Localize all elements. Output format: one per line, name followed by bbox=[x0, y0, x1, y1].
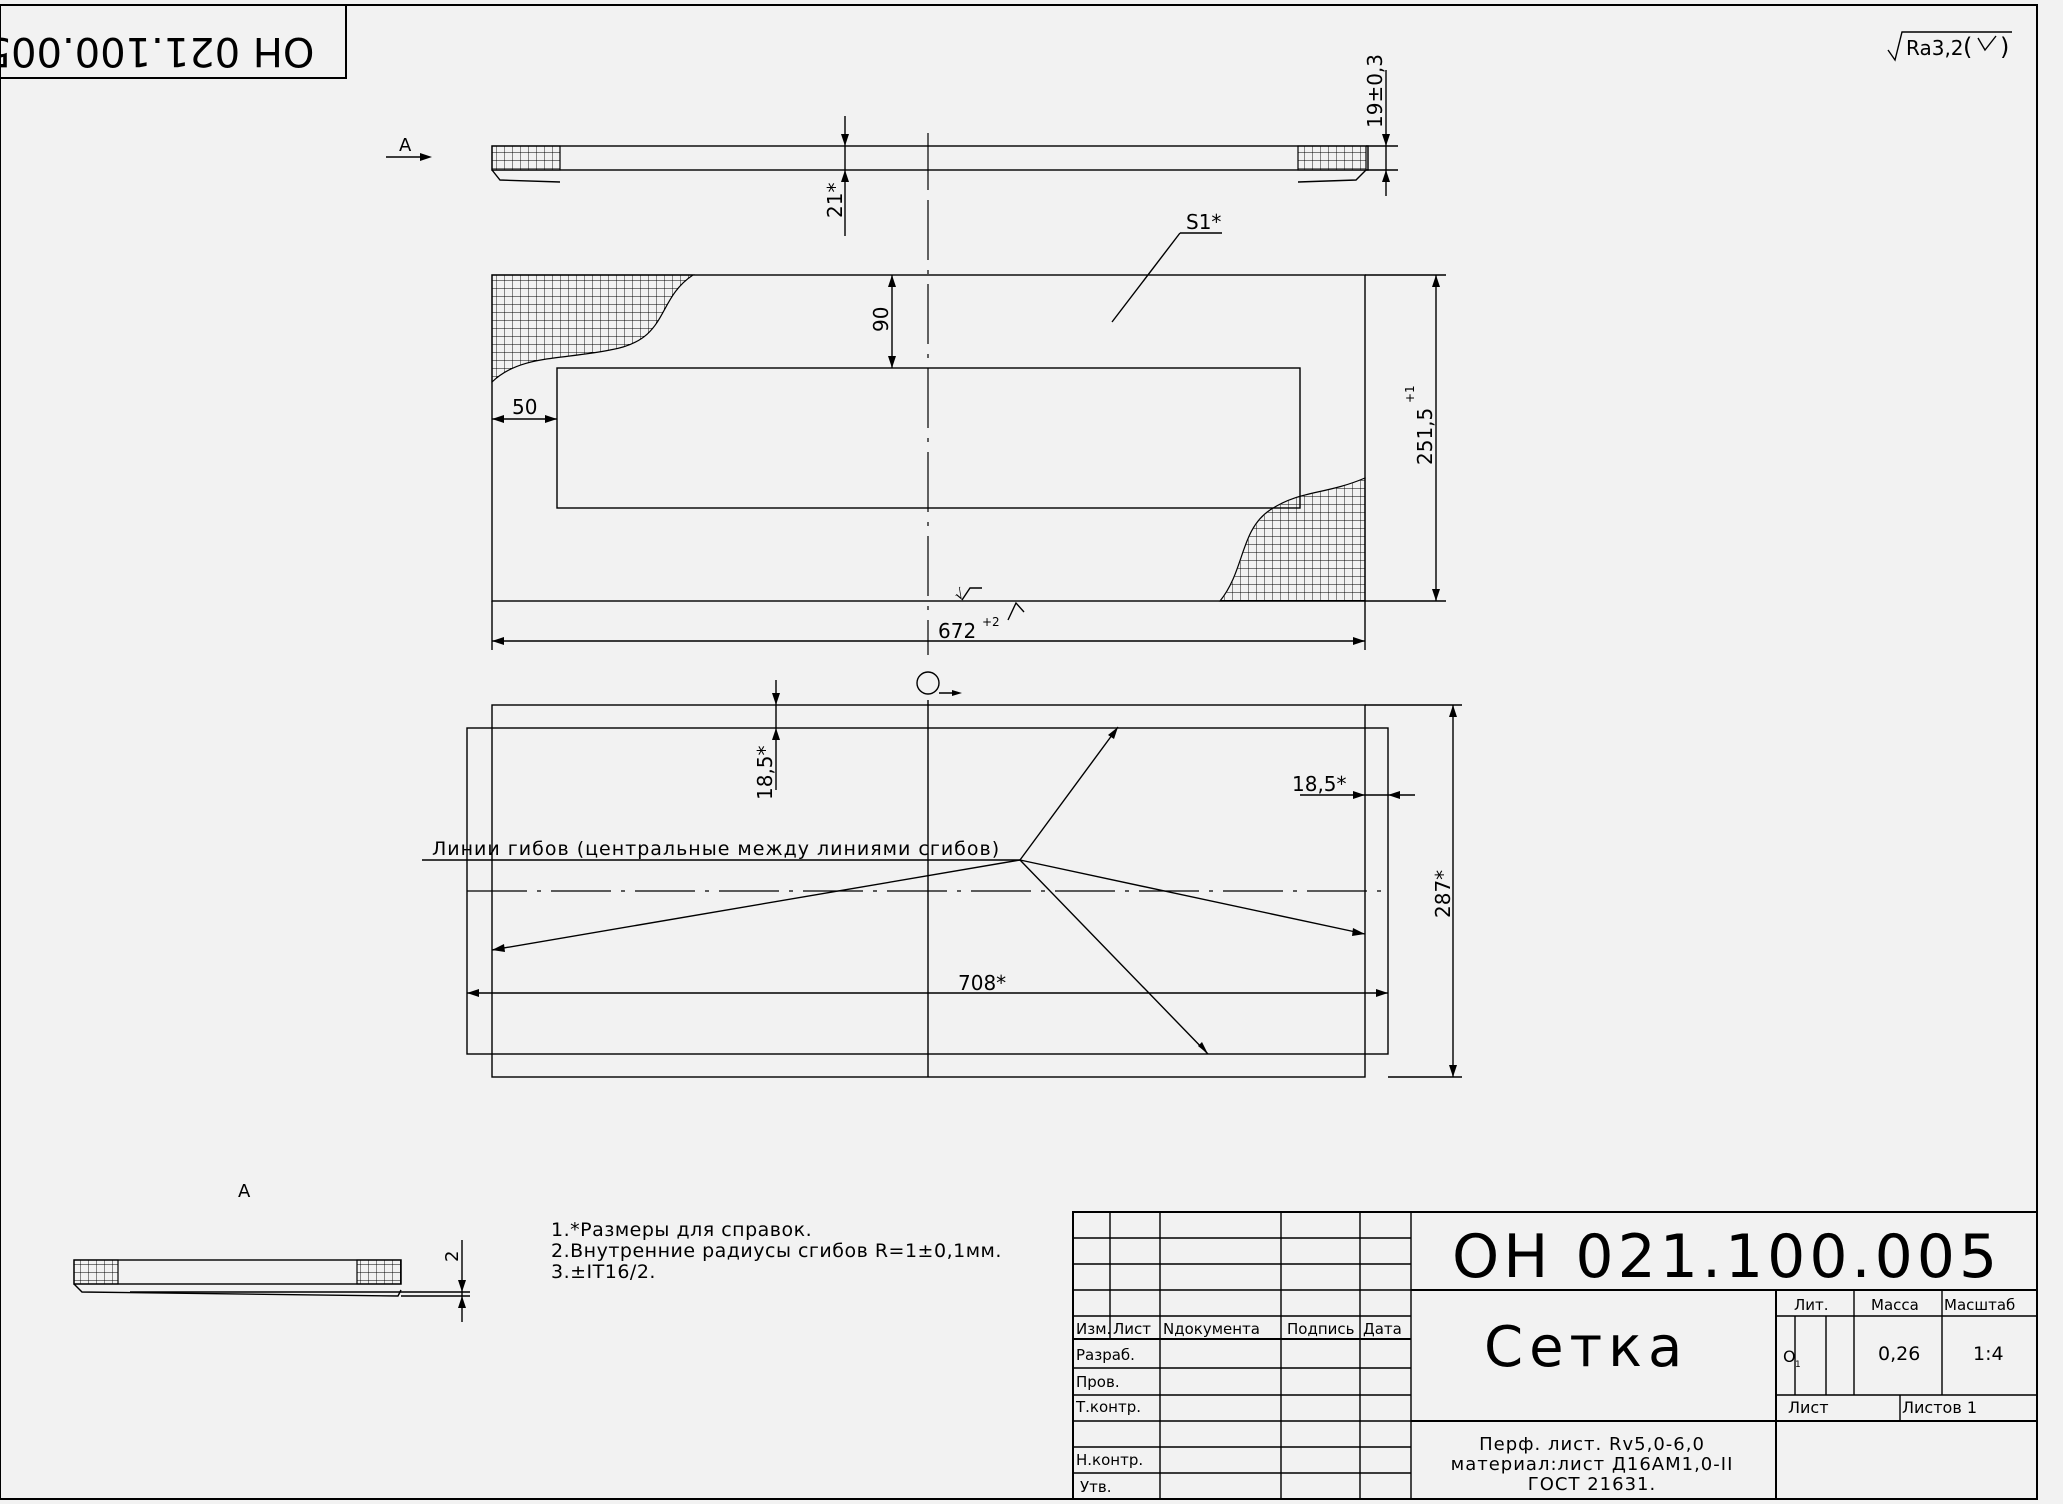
material-line-3: ГОСТ 21631. bbox=[1528, 1474, 1656, 1495]
hdr-izm: Изм. bbox=[1076, 1320, 1111, 1338]
row-razrab: Разраб. bbox=[1076, 1346, 1135, 1364]
sheet-label: Лист bbox=[1788, 1398, 1829, 1417]
lit-value: О bbox=[1783, 1347, 1796, 1366]
hdr-ndoc: Nдокумента bbox=[1163, 1320, 1260, 1338]
technical-notes: 1.*Размеры для справок. 2.Внутренние рад… bbox=[551, 1219, 1002, 1283]
row-utv: Утв. bbox=[1080, 1478, 1112, 1496]
sheet-frame bbox=[0, 4, 2038, 1500]
dim-251: 251,5 bbox=[1413, 408, 1437, 465]
roughness-paren-close: ) bbox=[2000, 33, 2009, 61]
dim-90: 90 bbox=[869, 307, 893, 332]
mass-label: Масса bbox=[1871, 1296, 1919, 1314]
corner-stamp: ОН 021.100.005 bbox=[0, 28, 314, 74]
note-1: 1.*Размеры для справок. bbox=[551, 1219, 812, 1241]
dim-287: 287* bbox=[1431, 870, 1455, 918]
plan-view: S1* 90 50 251,5 +1 √ 672 +2 bbox=[491, 200, 1446, 655]
scale-label: Масштаб bbox=[1944, 1296, 2015, 1314]
row-prov: Пров. bbox=[1076, 1373, 1120, 1391]
dim-s1: S1* bbox=[1186, 210, 1221, 234]
dim-18-5-a: 18,5* bbox=[753, 745, 777, 800]
roughness-paren: ( bbox=[1963, 33, 1972, 61]
dim-251-tol: +1 bbox=[1403, 385, 1417, 403]
material-line-2: материал:лист Д16АМ1,0-II bbox=[1451, 1454, 1734, 1475]
lit-label: Лит. bbox=[1794, 1296, 1829, 1314]
part-name: Сетка bbox=[1484, 1315, 1688, 1380]
side-view-top: А 21* 19±0,3 bbox=[386, 54, 1398, 236]
dim-672-tol: +2 bbox=[982, 615, 1000, 629]
note-3: 3.±IT16/2. bbox=[551, 1261, 656, 1283]
material-line-1: Перф. лист. Rv5,0-6,0 bbox=[1479, 1434, 1705, 1455]
dim-708: 708* bbox=[958, 971, 1006, 995]
view-a: А 2 bbox=[73, 1181, 470, 1322]
dim-19: 19±0,3 bbox=[1363, 54, 1387, 128]
row-tkontr: Т.контр. bbox=[1075, 1398, 1141, 1416]
corner-stamp-box bbox=[0, 4, 347, 79]
lit-sub: 1 bbox=[1795, 1360, 1801, 1370]
roughness-symbol: Ra3,2 ( ) bbox=[1887, 31, 2012, 62]
roughness-value: Ra3,2 bbox=[1906, 36, 1964, 60]
dim-672: 672 bbox=[938, 619, 976, 643]
hdr-list: Лист bbox=[1113, 1320, 1151, 1338]
view-a-label: А bbox=[238, 1181, 251, 1202]
sheets-count: Листов 1 bbox=[1902, 1398, 1977, 1417]
doc-number: ОН 021.100.005 bbox=[1452, 1222, 2001, 1292]
dim-18-5-b: 18,5* bbox=[1292, 772, 1347, 796]
scale-value: 1:4 bbox=[1973, 1343, 2004, 1365]
dim-50: 50 bbox=[512, 395, 537, 419]
blank-view: 18,5* 18,5* 287* 708* Линии гибов (центр… bbox=[422, 671, 1462, 1078]
section-view-label: А bbox=[399, 135, 412, 156]
dim-2: 2 bbox=[442, 1251, 463, 1262]
note-2: 2.Внутренние радиусы сгибов R=1±0,1мм. bbox=[551, 1240, 1002, 1262]
dim-21: 21* bbox=[823, 183, 847, 218]
title-block: Изм. Лист Nдокумента Подпись Дата Разраб… bbox=[1072, 1211, 2038, 1500]
row-nkontr: Н.контр. bbox=[1076, 1451, 1143, 1469]
bend-lines-note: Линии гибов (центральные между линиями с… bbox=[432, 838, 1000, 860]
hdr-podpis: Подпись bbox=[1287, 1320, 1354, 1338]
mass-value: 0,26 bbox=[1878, 1343, 1920, 1365]
hdr-data: Дата bbox=[1363, 1320, 1402, 1338]
